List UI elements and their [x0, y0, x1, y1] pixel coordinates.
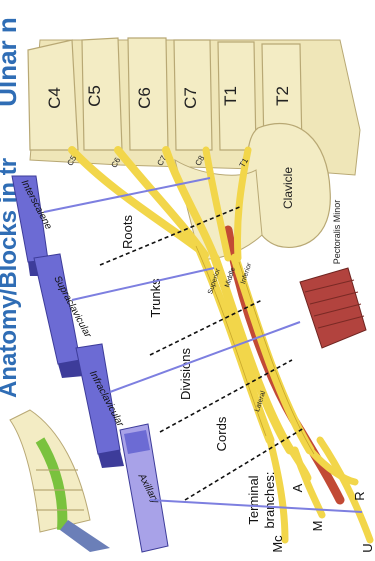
vertebra-label: C5 — [85, 85, 104, 107]
section-label-terminal-1: Terminal — [246, 475, 261, 524]
section-label-terminal-2: branches: — [262, 471, 277, 528]
pointer-supraclavicular — [72, 268, 214, 300]
section-label-divisions: Divisions — [178, 347, 193, 400]
vertebra-label: T1 — [221, 86, 240, 106]
pectoralis-minor-label: Pectoralis Minor — [332, 200, 342, 265]
terminal-label-m: M — [310, 521, 325, 532]
clavicle-label: Clavicle — [281, 167, 295, 209]
vertebra-label: C7 — [181, 87, 200, 109]
section-label-cords: Cords — [214, 416, 229, 451]
block-axillary: Axillary — [120, 424, 168, 552]
terminal-label-mc: Mc — [270, 535, 285, 553]
vertebra-label: T2 — [273, 86, 292, 106]
vertebra-c7: C7 — [174, 40, 212, 150]
block-infraclavicular: Infraclavicular — [76, 344, 126, 468]
section-label-trunks: Trunks — [148, 278, 163, 318]
vertebra-label: C4 — [45, 87, 64, 109]
section-label-roots: Roots — [120, 215, 135, 249]
nerve-branch-ulnar — [320, 440, 370, 540]
terminal-label-a: A — [290, 483, 305, 492]
vertebra-t1: T1 — [218, 42, 256, 150]
terminal-label-r: R — [352, 491, 367, 500]
vertebra-c4: C4 — [28, 40, 78, 150]
vertebra-label: C6 — [135, 87, 154, 109]
title-fragment-right: Ulnar n — [0, 17, 22, 107]
vertebra-c6: C6 — [128, 38, 168, 150]
terminal-label-u: U — [360, 543, 375, 552]
vertebra-c5: C5 — [82, 38, 122, 150]
